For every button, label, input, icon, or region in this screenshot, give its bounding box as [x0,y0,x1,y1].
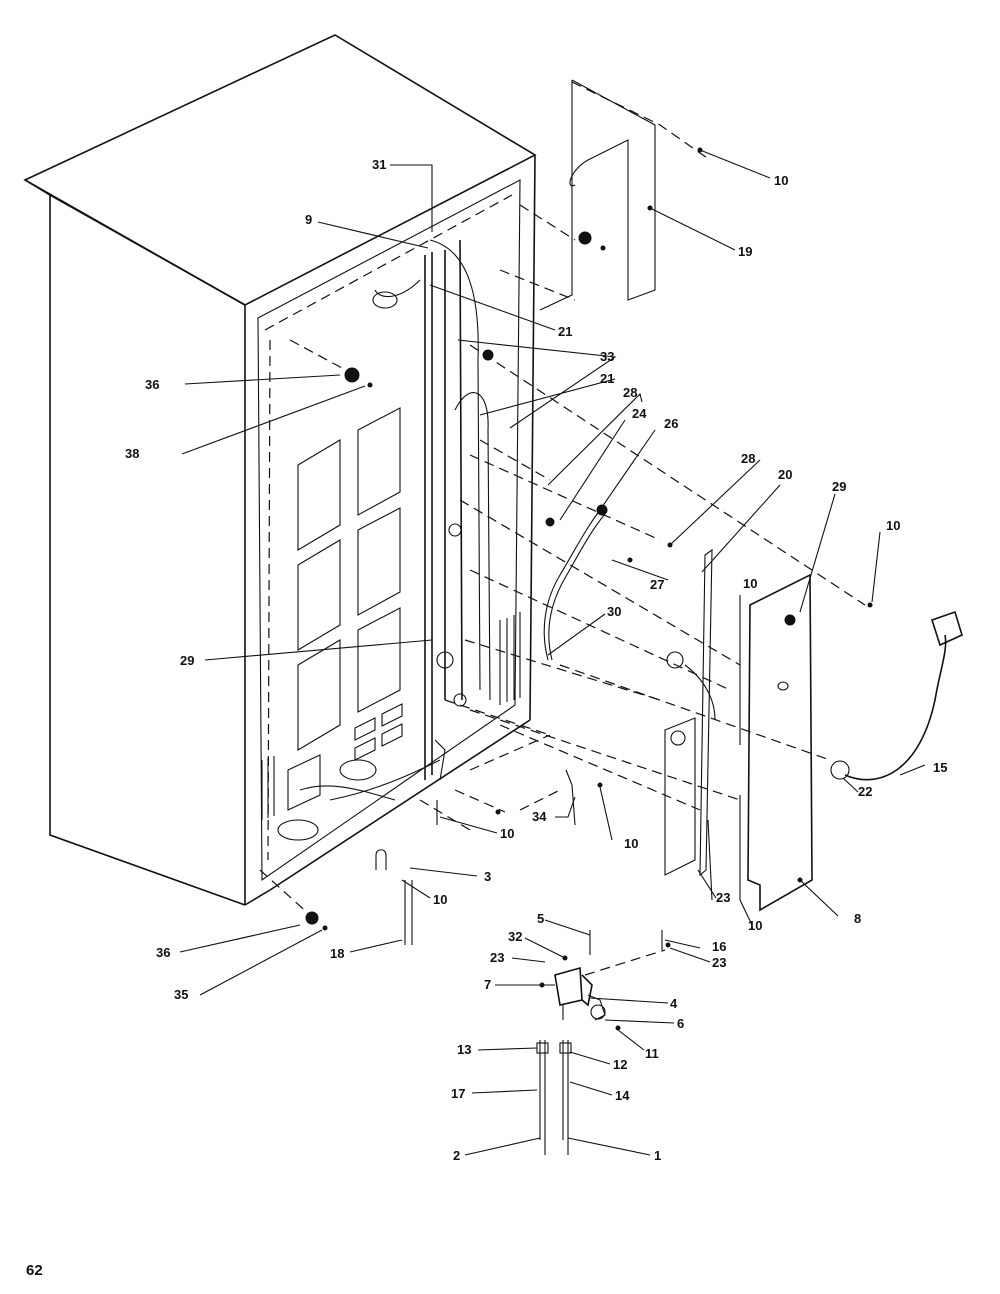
callout-10: 10 [500,826,514,841]
callout-28: 28 [623,385,637,400]
callout-10: 10 [624,836,638,851]
callout-14: 14 [615,1088,630,1103]
callout-18: 18 [330,946,344,961]
callout-26: 26 [664,416,678,431]
callout-24: 24 [632,406,647,421]
callout-34: 34 [532,809,547,824]
callout-10: 10 [748,918,762,933]
callout-17: 17 [451,1086,465,1101]
callout-13: 13 [457,1042,471,1057]
condenser-tubing [261,239,521,841]
part-20-strip [699,548,713,877]
callout-21: 21 [558,324,572,339]
refrigerator-cabinet [23,34,537,906]
callout-28: 28 [741,451,755,466]
callout-29: 29 [832,479,846,494]
callout-23: 23 [712,955,726,970]
callout-9: 9 [305,212,312,227]
callout-36: 36 [145,377,159,392]
callout-10: 10 [886,518,900,533]
callout-38: 38 [125,446,139,461]
callout-20: 20 [778,467,792,482]
part-18-tube [404,880,413,945]
part-19-bracket [539,79,656,311]
callout-6: 6 [677,1016,684,1031]
callout-1: 1 [654,1148,661,1163]
callout-16: 16 [712,939,726,954]
leader-lines [179,149,926,1156]
callout-19: 19 [738,244,752,259]
part-30-harness [543,509,601,661]
callout-10: 10 [433,892,447,907]
callout-8: 8 [854,911,861,926]
callout-11: 11 [645,1046,659,1061]
callout-27: 27 [650,577,664,592]
part-8-cover-panel [739,573,813,912]
callout-23: 23 [490,950,504,965]
page-number: 62 [26,1262,43,1279]
back-panel-rectangles [287,407,403,811]
callout-4: 4 [670,996,678,1011]
callout-31: 31 [372,157,386,172]
callout-22: 22 [858,784,872,799]
callout-32: 32 [508,929,522,944]
water-valve-assembly [536,930,663,1155]
explode-lines [259,81,866,976]
fasteners [305,147,873,1031]
callout-2: 2 [453,1148,460,1163]
callout-15: 15 [933,760,947,775]
callout-21: 21 [600,371,614,386]
callout-10: 10 [743,576,757,591]
callout-35: 35 [174,987,188,1002]
callout-7: 7 [484,977,491,992]
part-15-power-cord [830,610,963,781]
callout-3: 3 [484,869,491,884]
part-23-bracket [664,717,696,876]
callout-23: 23 [716,890,730,905]
callout-30: 30 [607,604,621,619]
callout-12: 12 [613,1057,627,1072]
callout-10: 10 [774,173,788,188]
callout-labels: 31 9 10 19 21 33 21 36 28 24 26 38 28 20… [125,157,947,1163]
callout-33: 33 [600,349,614,364]
callout-36: 36 [156,945,170,960]
callout-5: 5 [537,911,544,926]
callout-29: 29 [180,653,194,668]
